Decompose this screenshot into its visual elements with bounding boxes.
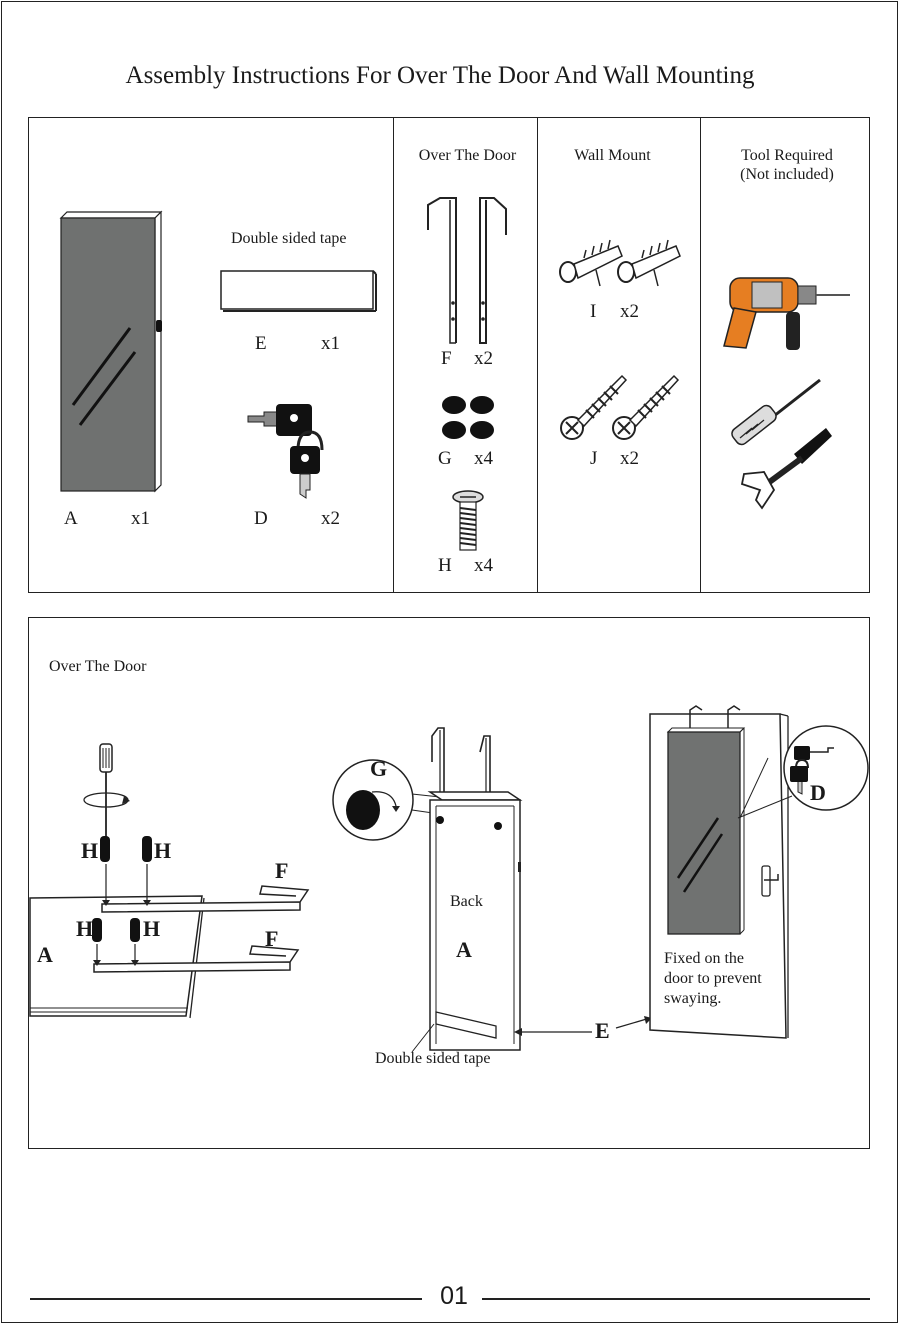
callout-h-1: H xyxy=(81,838,98,864)
tape-e-illustration xyxy=(218,268,380,314)
item-f-letter: F xyxy=(441,348,452,370)
footer-rule-left xyxy=(30,1298,422,1300)
back-label: Back xyxy=(450,893,483,911)
hammer-icon xyxy=(734,424,834,514)
note-line-3: swaying. xyxy=(664,990,721,1008)
item-i-letter: I xyxy=(590,301,596,323)
callout-g: G xyxy=(370,756,387,782)
callout-f-2: F xyxy=(265,926,278,952)
item-g-qty: x4 xyxy=(474,448,493,470)
callout-a-2: A xyxy=(456,937,472,963)
item-j-qty: x2 xyxy=(620,448,639,470)
header-over-the-door: Over The Door xyxy=(400,146,535,165)
callout-d: D xyxy=(810,780,826,806)
item-d-qty: x2 xyxy=(321,508,340,530)
screws-j-illustration xyxy=(556,370,686,445)
item-j-letter: J xyxy=(590,448,597,470)
callout-h-4: H xyxy=(143,916,160,942)
lock-d-illustration xyxy=(244,402,324,502)
tape-caption: Double sided tape xyxy=(231,230,347,248)
item-e-qty: x1 xyxy=(321,333,340,355)
header-tool-required: Tool Required xyxy=(712,146,862,165)
step1-illustration xyxy=(30,738,315,1028)
anchors-i-illustration xyxy=(556,230,686,290)
parts-divider-2 xyxy=(537,117,538,593)
footer-rule-right xyxy=(482,1298,870,1300)
item-a-letter: A xyxy=(64,508,78,530)
screw-h-illustration xyxy=(448,488,492,554)
pads-g-illustration xyxy=(440,394,496,442)
hooks-f-illustration xyxy=(418,195,518,347)
note-line-2: door to prevent xyxy=(664,970,762,988)
mirror-a-illustration xyxy=(55,210,170,495)
item-i-qty: x2 xyxy=(620,301,639,323)
callout-h-2: H xyxy=(154,838,171,864)
item-g-letter: G xyxy=(438,448,452,470)
item-f-qty: x2 xyxy=(474,348,493,370)
item-e-letter: E xyxy=(255,333,267,355)
item-h-letter: H xyxy=(438,555,452,577)
note-line-1: Fixed on the xyxy=(664,950,744,968)
page-title: Assembly Instructions For Over The Door … xyxy=(0,62,880,90)
drill-icon xyxy=(716,268,856,358)
item-h-qty: x4 xyxy=(474,555,493,577)
callout-f-1: F xyxy=(275,858,288,884)
steps-heading: Over The Door xyxy=(49,658,146,676)
e-arrows xyxy=(510,1010,655,1050)
callout-h-3: H xyxy=(76,916,93,942)
header-wall-mount: Wall Mount xyxy=(545,146,680,165)
item-a-qty: x1 xyxy=(131,508,150,530)
parts-divider-1 xyxy=(393,117,394,593)
callout-e: E xyxy=(595,1018,610,1044)
tape-label: Double sided tape xyxy=(375,1050,491,1068)
callout-a-1: A xyxy=(37,942,53,968)
step2-illustration xyxy=(330,722,540,1052)
page-number: 01 xyxy=(425,1282,483,1311)
parts-divider-3 xyxy=(700,117,701,593)
header-not-included: (Not included) xyxy=(712,165,862,184)
item-d-letter: D xyxy=(254,508,268,530)
